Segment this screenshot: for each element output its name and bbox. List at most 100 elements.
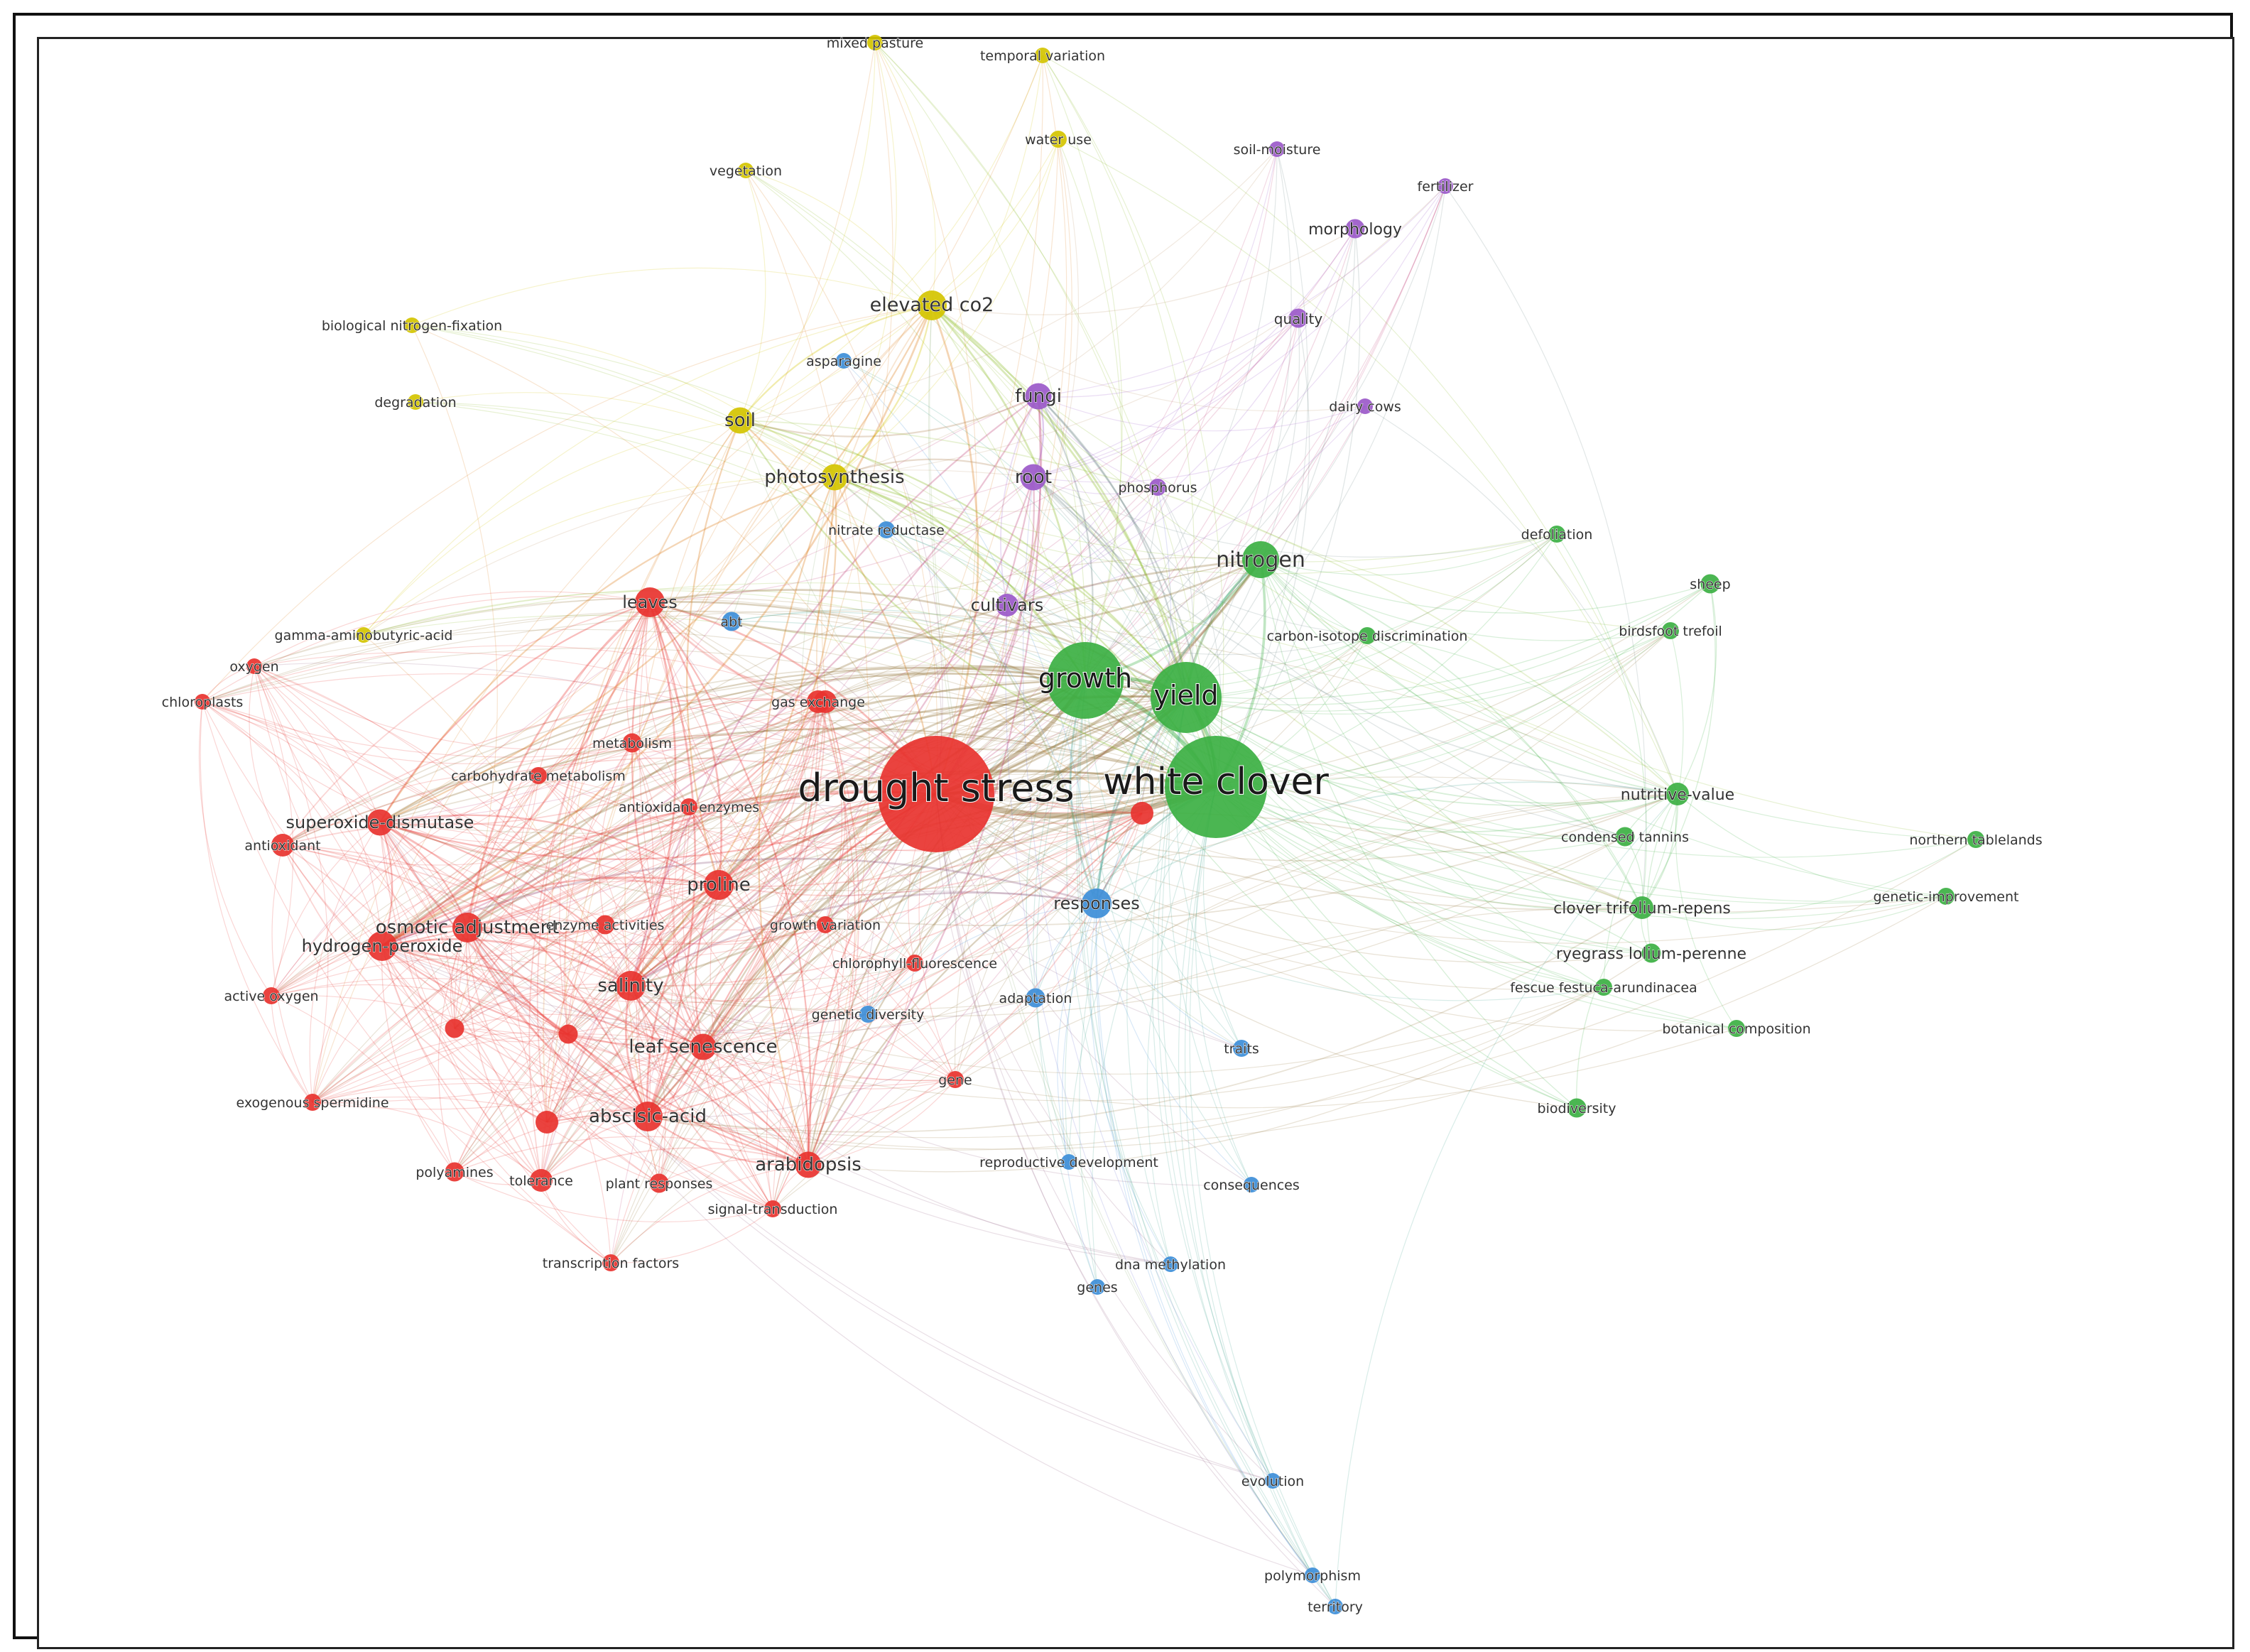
node-phosphorus[interactable]: [1149, 479, 1166, 496]
node-superoxide-dismutase[interactable]: [366, 809, 393, 836]
node-hydrogen-peroxide[interactable]: [367, 931, 397, 961]
node-asparagine[interactable]: [836, 353, 852, 369]
node-white-clover[interactable]: [1165, 736, 1267, 838]
node-clover-trifolium-repens[interactable]: [1631, 896, 1653, 919]
node-growth[interactable]: [1047, 642, 1124, 719]
node-chloroplasts[interactable]: [195, 694, 210, 710]
node-polyamines[interactable]: [445, 1162, 464, 1182]
node-oxygen[interactable]: [246, 658, 262, 674]
edge-white-clover-clover-trifolium-repens: [1215, 786, 1643, 911]
node-responses[interactable]: [1082, 889, 1112, 918]
node-territory[interactable]: [1327, 1599, 1343, 1614]
node-soil-moisture[interactable]: [1269, 141, 1285, 157]
node-adaptation[interactable]: [1026, 988, 1045, 1008]
node-nutritive-value[interactable]: [1666, 783, 1689, 805]
node-water-use[interactable]: [1050, 131, 1067, 148]
node-yield[interactable]: [1151, 662, 1222, 733]
node-red-hub-c[interactable]: [558, 1024, 578, 1044]
node-abt[interactable]: [722, 612, 741, 631]
node-leaves[interactable]: [635, 587, 665, 617]
node-evolution[interactable]: [1265, 1473, 1281, 1489]
edge-soil-mixed-pasture: [739, 42, 876, 421]
edge-osmotic-adjustment-antioxidant: [282, 844, 468, 928]
node-growth-variation[interactable]: [817, 916, 834, 933]
node-active-oxygen[interactable]: [263, 987, 280, 1004]
edge-drought-stress-hydrogen-peroxide: [381, 790, 937, 947]
node-biodiversity[interactable]: [1567, 1098, 1587, 1118]
node-defoliation[interactable]: [1548, 526, 1565, 543]
node-morphology[interactable]: [1345, 219, 1365, 239]
node-sheep[interactable]: [1700, 574, 1720, 594]
node-genes[interactable]: [1089, 1279, 1105, 1295]
node-red-hub-a[interactable]: [536, 1111, 558, 1134]
node-mixed-pasture[interactable]: [867, 35, 883, 50]
edge-yield-transcription-factors: [610, 697, 1187, 1264]
label-metabolism: metabolism: [592, 736, 672, 751]
node-root[interactable]: [1020, 464, 1047, 491]
edge-leaves-red-hub-a: [536, 602, 651, 1123]
node-abscisic-acid[interactable]: [633, 1102, 663, 1131]
node-signal-transduction[interactable]: [764, 1200, 781, 1217]
edge-abscisic-acid-enzyme-activities: [604, 924, 651, 1117]
edge-abscisic-acid-fertilizer: [647, 185, 1446, 1117]
node-salinity[interactable]: [616, 971, 646, 1001]
node-enzyme-activities[interactable]: [595, 915, 615, 935]
node-condensed-tannins[interactable]: [1615, 827, 1635, 847]
node-antioxidant-enzymes[interactable]: [680, 798, 697, 815]
node-fertilizer[interactable]: [1438, 178, 1453, 194]
node-plant-responses[interactable]: [649, 1173, 669, 1193]
edge-white-clover-chloroplasts: [202, 647, 1217, 788]
node-red-hub-e[interactable]: [814, 690, 837, 713]
node-biological-nitrogen-fixation[interactable]: [404, 317, 420, 333]
node-carbohydrate-metabolism[interactable]: [530, 767, 547, 784]
node-soil[interactable]: [727, 407, 754, 434]
node-elevated-co2[interactable]: [917, 290, 947, 320]
node-reproductive-development[interactable]: [1061, 1154, 1077, 1170]
node-gamma-aminobutyric-acid[interactable]: [356, 627, 371, 643]
edge-responses-genes: [1062, 903, 1098, 1288]
node-nitrogen[interactable]: [1242, 541, 1279, 578]
edge-leaves-antioxidant-enzymes: [645, 602, 690, 808]
node-metabolism[interactable]: [622, 733, 642, 753]
node-red-hub-b[interactable]: [445, 1018, 464, 1038]
node-northern-tablelands[interactable]: [1967, 831, 1984, 848]
node-polymorphism[interactable]: [1305, 1567, 1320, 1583]
node-exogenous-spermidine[interactable]: [304, 1094, 321, 1111]
node-tolerance[interactable]: [530, 1169, 553, 1192]
node-arabidopsis[interactable]: [795, 1151, 822, 1178]
edge-salinity-fescue-festuca-arundinacea: [630, 985, 1604, 1075]
edge-growth-variation-chlorophyll-fluorescence: [825, 924, 915, 964]
node-temporal-variation[interactable]: [1035, 48, 1050, 63]
node-consequences[interactable]: [1244, 1177, 1259, 1192]
edge-growth-gene: [954, 680, 1086, 1080]
node-gene[interactable]: [947, 1071, 964, 1088]
node-nitrate-reductase[interactable]: [878, 521, 895, 538]
node-proline[interactable]: [704, 870, 734, 900]
node-leaf-senescence[interactable]: [690, 1033, 717, 1060]
node-botanical-composition[interactable]: [1728, 1020, 1745, 1037]
node-birdsfoot-trefoil[interactable]: [1662, 622, 1679, 639]
node-osmotic-adjustment[interactable]: [452, 913, 482, 942]
node-red-hub-d[interactable]: [1131, 802, 1153, 825]
node-transcription-factors[interactable]: [602, 1254, 619, 1271]
node-fungi[interactable]: [1025, 383, 1052, 410]
node-traits[interactable]: [1233, 1040, 1250, 1057]
edge-nutritive-value-carbon-isotope-discrimination: [1366, 635, 1678, 795]
node-dna-methylation[interactable]: [1163, 1256, 1178, 1272]
node-degradation[interactable]: [408, 394, 423, 410]
node-photosynthesis[interactable]: [821, 464, 848, 491]
edge-elevated-co2-gamma-aminobutyric-acid: [363, 305, 933, 636]
node-cultivars[interactable]: [996, 594, 1018, 616]
node-vegetation[interactable]: [738, 163, 754, 178]
node-quality[interactable]: [1288, 308, 1308, 328]
edge-growth-biological-nitrogen-fixation: [411, 325, 1086, 681]
node-chlorophyll-fluorescence[interactable]: [906, 955, 923, 972]
node-ryegrass-lolium-perenne[interactable]: [1641, 943, 1661, 963]
node-carbon-isotope-discrimination[interactable]: [1359, 627, 1376, 644]
node-genetic-diversity[interactable]: [859, 1006, 876, 1023]
node-dairy-cows[interactable]: [1357, 398, 1373, 414]
node-drought-stress[interactable]: [878, 736, 994, 852]
node-genetic-improvement[interactable]: [1938, 888, 1955, 905]
node-antioxidant[interactable]: [271, 834, 294, 857]
node-fescue-festuca-arundinacea[interactable]: [1595, 979, 1612, 996]
